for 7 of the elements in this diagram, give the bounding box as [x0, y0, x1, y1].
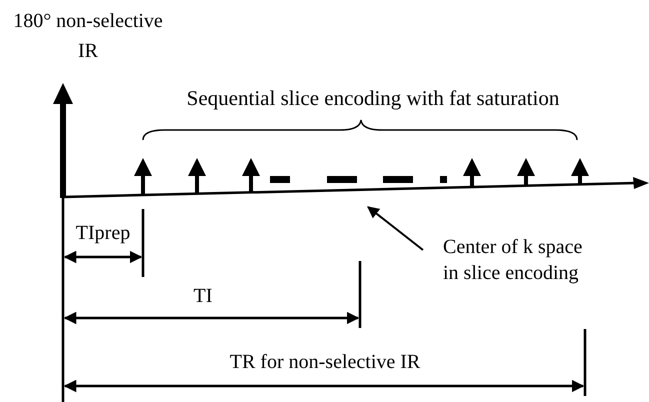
interval-label: TI [194, 284, 212, 308]
interval-label: TIprep [76, 221, 130, 245]
pulse-label: 180° non-selective IR [12, 9, 164, 64]
annotation-text: Center of k space in slice encoding [443, 234, 593, 286]
interval-label: TR for non-selective IR [230, 350, 420, 374]
brace-label: Sequential slice encoding with fat saturation [186, 86, 560, 110]
leader-arrow [367, 206, 424, 251]
